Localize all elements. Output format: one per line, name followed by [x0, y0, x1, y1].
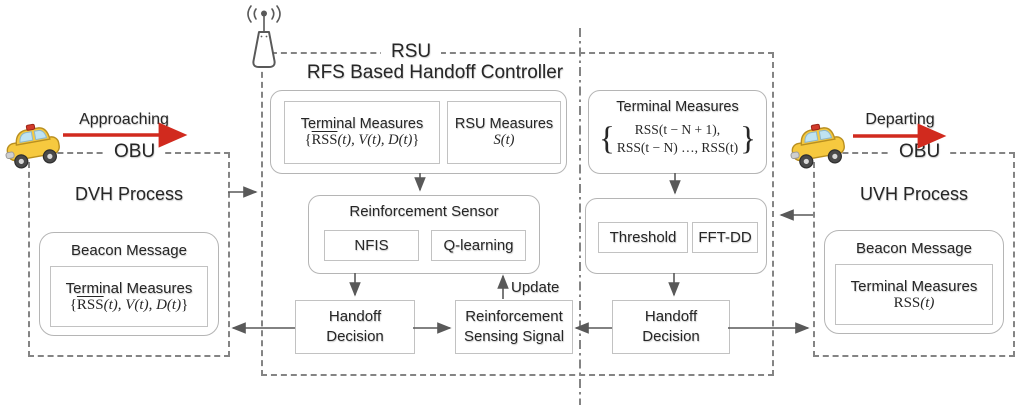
formula-rest: (t) [920, 294, 935, 311]
handoff-line2: Decision [326, 328, 384, 345]
rsu-measures-title: RSU Measures [454, 116, 554, 132]
approaching-label: Approaching [79, 111, 169, 128]
threshold-box: Threshold [598, 222, 688, 253]
reinforcement-sensing-signal-box: Reinforcement Sensing Signal [455, 300, 573, 354]
left-beacon-title: Beacon Message [71, 242, 187, 259]
left-terminal-measures-title: Terminal Measures [65, 279, 193, 297]
right-terminal-measures-box: Terminal Measures RSS(t) [835, 264, 993, 325]
rss-history-line2: RSS(t − N) …, RSS(t) [616, 140, 739, 155]
handoff-line2: Decision [642, 328, 700, 345]
reinforcement-sensor-group: Reinforcement Sensor NFIS Q-learning [308, 195, 540, 274]
left-obu-label: OBU [104, 140, 166, 164]
nfis-box: NFIS [324, 230, 419, 261]
formula-rss: RSS [893, 294, 921, 311]
rsu-divider-line [579, 28, 581, 405]
rss-history-line1: RSS(t − N + 1), [634, 121, 721, 137]
left-terminal-measures-formula: {RSS(t), V(t), D(t)} [70, 297, 189, 314]
detector-group: Threshold FFT-DD [585, 198, 767, 274]
update-label: Update [511, 279, 560, 296]
formula-rest: (t), V(t), D(t) [337, 132, 413, 148]
left-beacon-message-box: Beacon Message Terminal Measures {RSS(t)… [39, 232, 219, 336]
formula-rss-mean: RSS [76, 296, 104, 313]
right-beacon-title: Beacon Message [856, 240, 972, 257]
left-terminal-measures-box: Terminal Measures {RSS(t), V(t), D(t)} [50, 266, 208, 327]
antenna-icon [247, 5, 281, 68]
handoff-decision-right-box: Handoff Decision [612, 300, 730, 354]
formula-rest: (t), V(t), D(t) [103, 296, 182, 313]
rsu-terminal-measures-formula: {RSS(t), V(t), D(t)} [305, 132, 420, 149]
q-learning-box: Q-learning [431, 230, 526, 261]
rss-history-measures-box: Terminal Measures { RSS(t − N + 1), RSS(… [588, 90, 767, 174]
departing-label: Departing [865, 111, 935, 128]
right-terminal-measures-title: Terminal Measures [850, 277, 978, 295]
formula-open-brace: { [599, 121, 615, 157]
right-obu-label: OBU [889, 140, 951, 164]
rsu-measures-group: Terminal Measures {RSS(t), V(t), D(t)} R… [270, 90, 567, 174]
handoff-decision-left-box: Handoff Decision [295, 300, 415, 354]
fft-dd-box: FFT-DD [692, 222, 758, 253]
formula-close-brace: } [181, 296, 189, 313]
car-icon [5, 123, 60, 169]
car-icon [790, 123, 845, 169]
handoff-line1: Handoff [328, 307, 382, 325]
dvh-process-title: DVH Process [74, 184, 184, 204]
rsu-terminal-measures-box: Terminal Measures {RSS(t), V(t), D(t)} [284, 101, 440, 164]
rsu-measures-formula: S(t) [493, 132, 515, 148]
rsu-region: RSU [261, 40, 774, 376]
handoff-line1: Handoff [644, 307, 698, 325]
reinforcement-sensor-title: Reinforcement Sensor [349, 203, 499, 220]
right-terminal-measures-formula: RSS(t) [894, 295, 935, 312]
rsu-terminal-measures-title: Terminal Measures [300, 116, 424, 132]
uvh-process-title: UVH Process [859, 184, 969, 204]
rsu-measures-box: RSU Measures S(t) [447, 101, 561, 164]
rsu-region-label: RSU [381, 40, 442, 64]
right-beacon-message-box: Beacon Message Terminal Measures RSS(t) [824, 230, 1004, 334]
formula-close-brace: } [412, 132, 420, 148]
sensing-signal-line2: Sensing Signal [463, 328, 565, 345]
left-obu-region: OBU DVH Process Beacon Message Terminal … [28, 140, 230, 357]
rss-history-formula: { RSS(t − N + 1), RSS(t − N) …, RSS(t) } [589, 117, 766, 161]
rsu-title: RFS Based Handoff Controller [306, 62, 564, 83]
formula-rss-mean: RSS [311, 132, 338, 148]
sensing-signal-line1: Reinforcement [465, 307, 563, 325]
right-obu-region: OBU UVH Process Beacon Message Terminal … [813, 140, 1015, 357]
formula-open-brace: { [69, 296, 77, 313]
formula-close-brace: } [740, 121, 756, 157]
rss-history-title: Terminal Measures [616, 99, 739, 115]
formula-open-brace: { [304, 132, 312, 148]
